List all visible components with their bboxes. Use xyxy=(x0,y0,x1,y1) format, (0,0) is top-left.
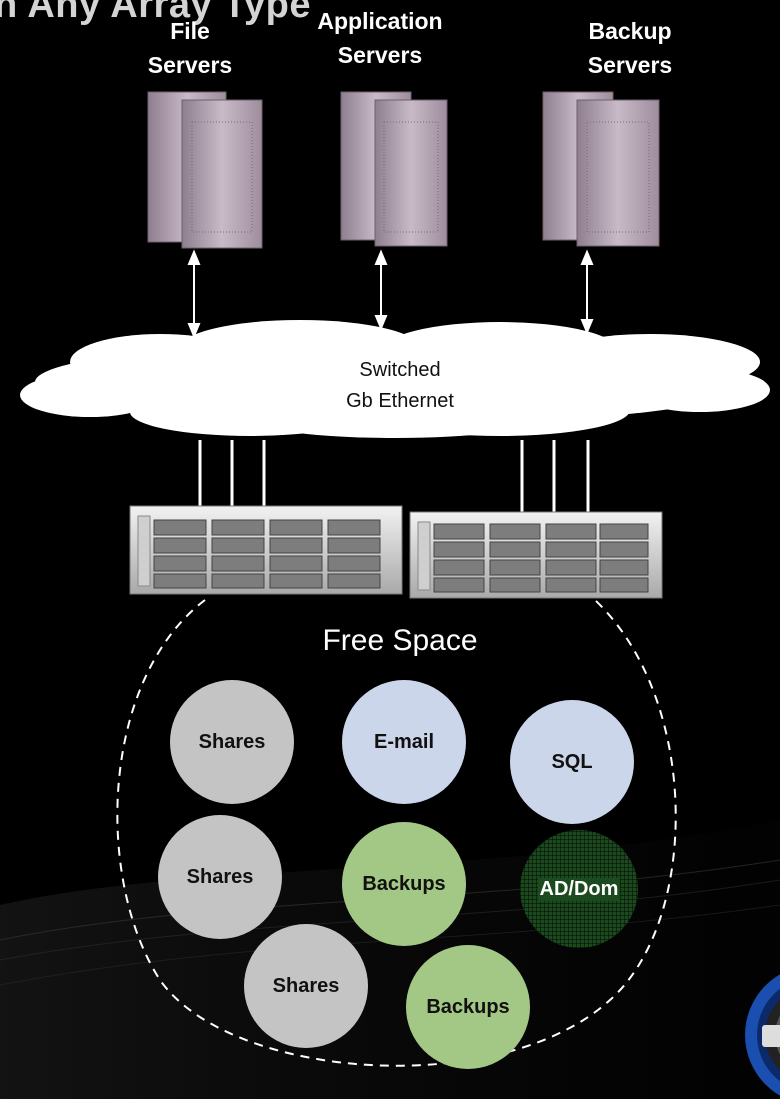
storage-array-right xyxy=(409,511,663,599)
volume-shares-3: Shares xyxy=(244,924,368,1048)
logo-emblem xyxy=(745,974,780,1096)
application-server-icon xyxy=(340,91,448,247)
volume-shares-1: Shares xyxy=(170,680,294,804)
free-space-title: Free Space xyxy=(322,624,478,657)
volume-backups-2: Backups xyxy=(406,945,530,1069)
slide-title: n Any Array Type xyxy=(0,0,312,26)
storage-cables xyxy=(198,440,590,512)
backup-server-icon xyxy=(542,91,660,247)
free-space-pool-outline xyxy=(116,599,677,1067)
ethernet-cloud xyxy=(20,320,770,438)
storage-array-left xyxy=(129,505,403,595)
connection-arrows xyxy=(187,249,594,339)
volume-email: E-mail xyxy=(342,680,466,804)
volume-shares-2: Shares xyxy=(158,815,282,939)
volume-backups-1: Backups xyxy=(342,822,466,946)
volume-ad-dom: AD/Dom xyxy=(520,830,638,948)
file-server-icon xyxy=(147,91,263,249)
volume-sql: SQL xyxy=(510,700,634,824)
